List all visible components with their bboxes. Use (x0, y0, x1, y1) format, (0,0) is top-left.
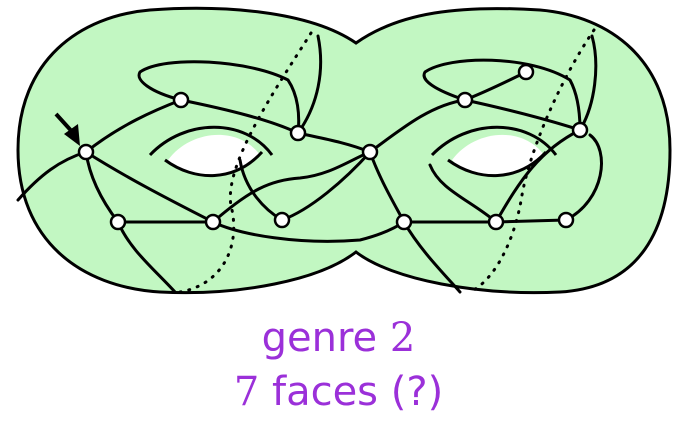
faces-caption: 7 faces (?) (0, 368, 677, 416)
vertex (487, 213, 505, 231)
root-arrow-head (64, 124, 80, 146)
edge (463, 98, 582, 132)
edge (179, 98, 300, 135)
edge (422, 58, 582, 132)
edge (402, 220, 462, 294)
right-hole-upper-rim (430, 125, 558, 157)
vertex (204, 213, 222, 231)
vertex (456, 91, 474, 109)
edge (578, 34, 598, 132)
vertex (361, 143, 379, 161)
root-arrow (54, 112, 80, 146)
vertex (395, 213, 413, 231)
edge (211, 220, 406, 243)
vertex (77, 143, 95, 161)
edge (84, 98, 183, 154)
edge (211, 150, 372, 224)
genus-word: genre (261, 315, 378, 361)
right-hole (452, 134, 544, 176)
hidden-edge-left (178, 31, 313, 294)
hidden-edge-right (468, 28, 596, 294)
edge (494, 128, 582, 224)
hidden-edges (178, 28, 596, 294)
left-hole-lower-rim (164, 150, 264, 178)
vertex (571, 121, 589, 139)
vertex (109, 213, 127, 231)
edge (116, 220, 177, 294)
faces-value: 7 (233, 369, 260, 415)
edge (84, 150, 215, 224)
vertex (172, 91, 190, 109)
genus-value: 2 (389, 315, 416, 361)
edge (564, 133, 603, 222)
vertex (517, 63, 535, 81)
graph-vertices (77, 63, 589, 231)
vertex (289, 124, 307, 142)
edge (368, 98, 467, 154)
edge (280, 150, 372, 222)
edge (428, 163, 498, 224)
graph-edges (16, 34, 603, 294)
genus-caption: genre 2 (0, 314, 677, 362)
double-torus-surface (16, 6, 672, 295)
left-hole-upper-rim (148, 125, 274, 157)
vertex (273, 211, 291, 229)
genus-two-surface-map (16, 6, 672, 295)
edge (137, 60, 301, 135)
faces-text: faces (?) (271, 369, 444, 415)
vertex (557, 211, 575, 229)
edge (296, 34, 323, 135)
